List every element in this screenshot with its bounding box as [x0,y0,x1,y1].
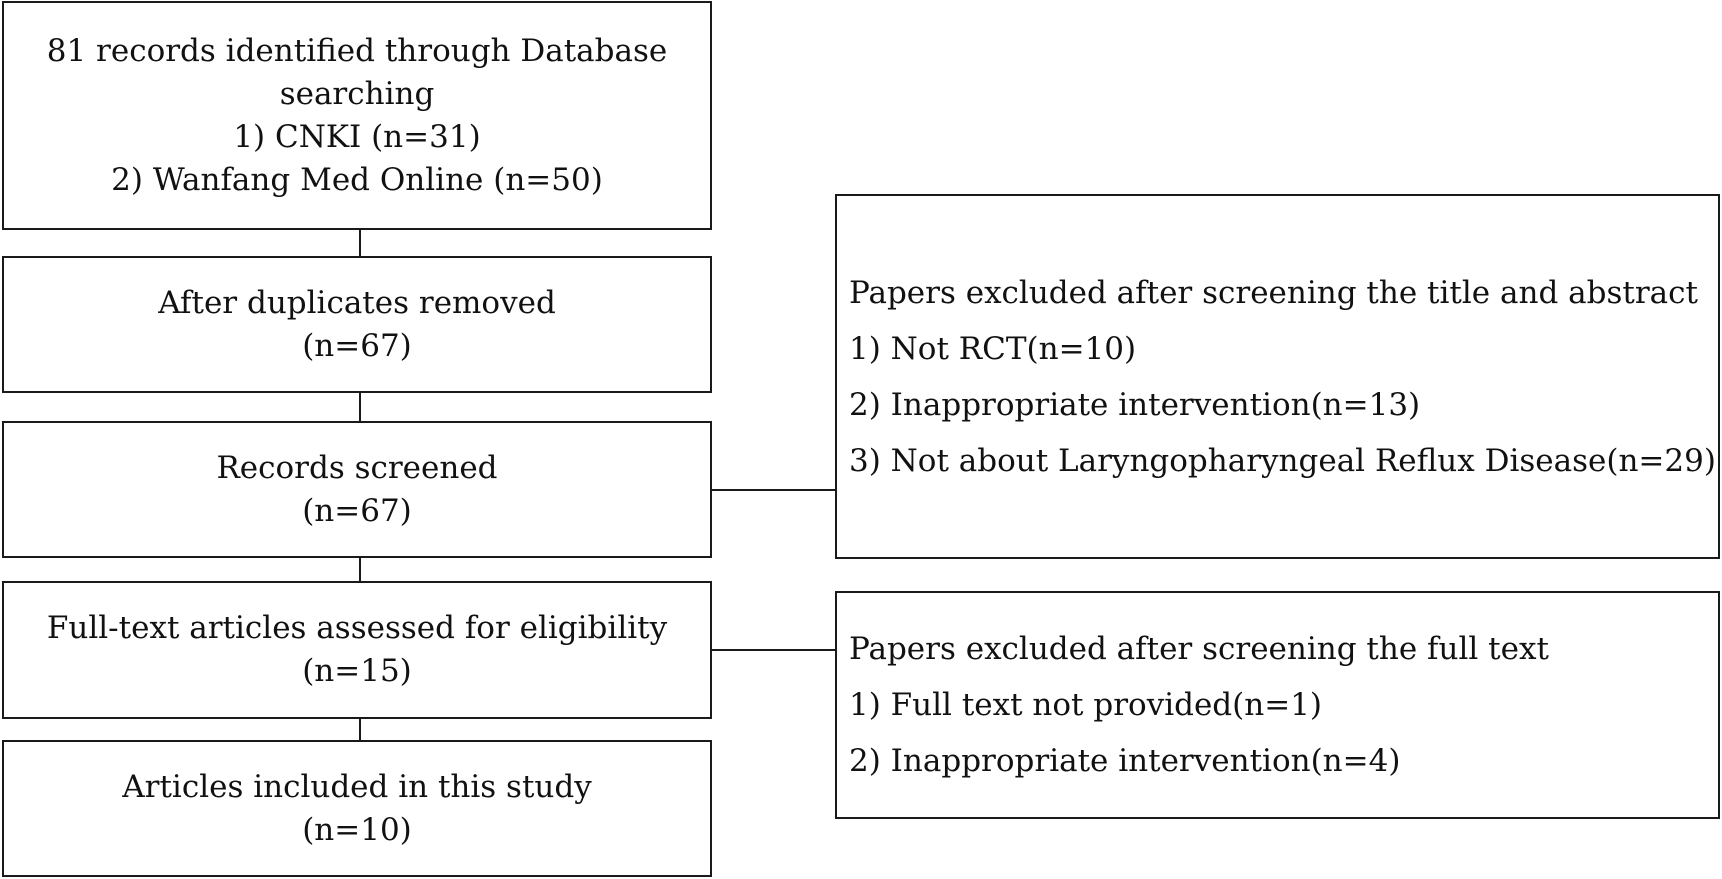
records-screened-count: (n=67) [302,492,412,529]
exclusion-item: 1) Not RCT(n=10) [849,330,1137,367]
exclusion-item: 1) Full text not provided(n=1) [849,687,1323,723]
eligibility-count: (n=15) [302,653,412,689]
title-abstract-exclusion-heading: Papers excluded after screening the titl… [849,274,1698,311]
connector-eligibility-to-exclusion [712,649,835,651]
eligibility-box: Full-text articles assessed for eligibil… [2,581,712,719]
duplicates-removed-count: (n=67) [302,327,412,364]
eligibility-label: Full-text articles assessed for eligibil… [46,610,668,646]
connector-screened-to-exclusion [712,489,835,491]
source-wanfang: 2) Wanfang Med Online (n=50) [111,161,603,198]
exclusion-item: 3) Not about Laryngopharyngeal Reflux Di… [849,442,1716,479]
connector-duplicates-to-screened [359,393,361,421]
duplicates-removed-box: After duplicates removed (n=67) [2,256,712,393]
connector-eligibility-to-included [359,719,361,740]
included-label: Articles included in this study [122,768,592,805]
exclusion-item: 2) Inappropriate intervention(n=4) [849,743,1401,779]
included-count: (n=10) [302,811,412,848]
title-abstract-exclusion-box: Papers excluded after screening the titl… [835,194,1720,559]
source-cnki: 1) CNKI (n=31) [233,118,481,155]
connector-identified-to-duplicates [359,230,361,256]
records-screened-box: Records screened (n=67) [2,421,712,558]
full-text-exclusion-box: Papers excluded after screening the full… [835,591,1720,819]
included-box: Articles included in this study (n=10) [2,740,712,877]
records-identified-title-cont: searching [279,75,435,112]
records-screened-label: Records screened [216,449,498,486]
records-identified-box: 81 records identified through Database s… [2,1,712,230]
connector-screened-to-eligibility [359,558,361,581]
full-text-exclusion-heading: Papers excluded after screening the full… [849,631,1549,667]
duplicates-removed-label: After duplicates removed [158,284,556,321]
exclusion-item: 2) Inappropriate intervention(n=13) [849,386,1421,423]
records-identified-title: 81 records identified through Database [46,32,668,69]
